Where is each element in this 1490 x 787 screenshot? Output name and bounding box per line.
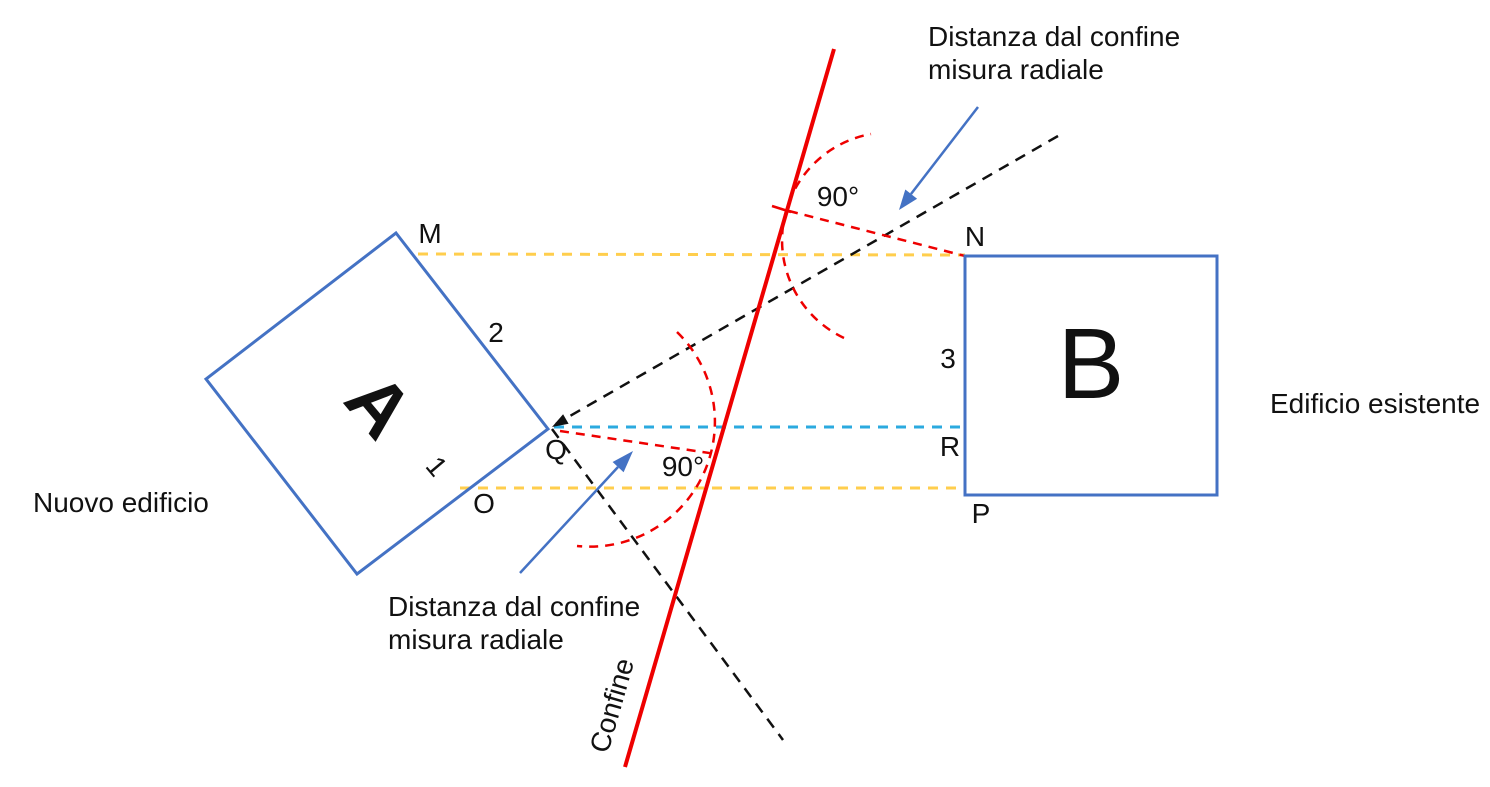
building-b-caption: Edificio esistente [1270, 388, 1480, 419]
boundary-line [623, 48, 836, 768]
annotation-bottom-line2: misura radiale [388, 624, 564, 655]
building-b-outline [963, 254, 1219, 497]
annotation-arrowhead-top-icon [899, 189, 918, 210]
annotation-arrow-bottom [519, 466, 619, 574]
radial-distance-n-red-dashed [788, 209, 966, 258]
angle-arc-top [780, 132, 872, 340]
building-a-outline [203, 230, 551, 577]
building-a-caption: Nuovo edificio [33, 487, 209, 518]
annotation-top-line2: misura radiale [928, 54, 1104, 85]
point-label-p: P [972, 498, 991, 529]
point-label-m: M [418, 218, 441, 249]
point-label-r: R [940, 431, 960, 462]
sight-line-lower-black-dashed [550, 428, 785, 741]
point-label-o: O [473, 488, 495, 519]
arrowhead-at-q-icon [552, 414, 569, 427]
side-label-2: 2 [488, 317, 504, 348]
angle-label-top: 90° [817, 181, 859, 212]
annotation-top-line1: Distanza dal confine [928, 21, 1180, 52]
side-label-3: 3 [940, 343, 956, 374]
radial-distance-q-red-dashed [559, 429, 717, 456]
angle-arc-bottom [576, 331, 717, 548]
building-a-letter: A [329, 358, 429, 455]
annotation-arrowhead-bottom-icon [612, 451, 633, 473]
point-label-n: N [965, 221, 985, 252]
sight-line-upper-black-dashed [555, 134, 1059, 426]
side-label-1: 1 [420, 450, 454, 482]
building-b-letter: B [1058, 308, 1125, 420]
point-label-q: Q [545, 434, 567, 465]
annotation-bottom-line1: Distanza dal confine [388, 591, 640, 622]
angle-label-bottom: 90° [662, 451, 704, 482]
guide-line-m-n-yellow [417, 252, 966, 257]
annotation-arrow-top [910, 106, 979, 195]
